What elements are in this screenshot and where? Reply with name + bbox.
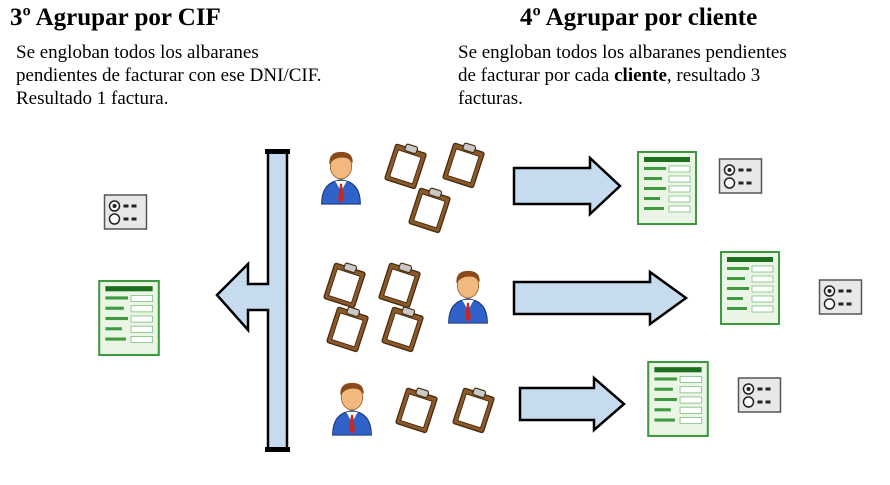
options-list-icon bbox=[103, 194, 148, 230]
clipboard-icon bbox=[407, 183, 453, 234]
cif-grouping-description: Se engloban todos los albaranes pendient… bbox=[16, 41, 322, 110]
options-list-icon bbox=[737, 377, 782, 413]
clipboard-icon bbox=[325, 302, 371, 353]
client-desc-line-2: de facturar por cada cliente, resultado … bbox=[458, 65, 761, 86]
clipboard-icon bbox=[380, 302, 426, 353]
client-desc-line-3: facturas. bbox=[458, 88, 523, 109]
right-arrow-icon bbox=[512, 155, 622, 217]
invoice-document-icon bbox=[98, 280, 160, 356]
client-person-icon bbox=[321, 151, 361, 205]
client-grouping-description: Se engloban todos los albaranes pendient… bbox=[458, 41, 787, 110]
options-list-icon bbox=[718, 158, 763, 194]
clipboard-icon bbox=[322, 258, 368, 309]
right-arrow-icon bbox=[512, 269, 689, 327]
clipboard-icon bbox=[451, 383, 497, 434]
invoice-document-icon bbox=[720, 250, 780, 326]
client-person-icon bbox=[448, 270, 488, 324]
bracket-bottom-cap bbox=[265, 447, 290, 452]
clipboard-icon bbox=[377, 258, 423, 309]
clipboard-icon bbox=[383, 139, 429, 190]
clipboard-icon bbox=[394, 383, 440, 434]
cif-desc-line-3: Resultado 1 factura. bbox=[16, 88, 169, 109]
options-list-icon bbox=[818, 279, 863, 315]
client-grouping-title: 4º Agrupar por cliente bbox=[520, 4, 758, 31]
right-arrow-icon bbox=[518, 375, 626, 433]
client-person-icon bbox=[332, 382, 372, 436]
bracket-top-cap bbox=[265, 149, 290, 154]
invoice-document-icon bbox=[637, 150, 697, 226]
merge-bracket-arrow-icon bbox=[215, 149, 290, 452]
cif-desc-line-1: Se engloban todos los albaranes bbox=[16, 42, 259, 63]
clipboard-icon bbox=[441, 138, 487, 189]
cif-desc-line-2: pendientes de facturar con ese DNI/CIF. bbox=[16, 65, 322, 86]
cif-grouping-title: 3º Agrupar por CIF bbox=[10, 4, 221, 31]
client-desc-line-1: Se engloban todos los albaranes pendient… bbox=[458, 42, 787, 63]
invoice-document-icon bbox=[647, 361, 709, 437]
